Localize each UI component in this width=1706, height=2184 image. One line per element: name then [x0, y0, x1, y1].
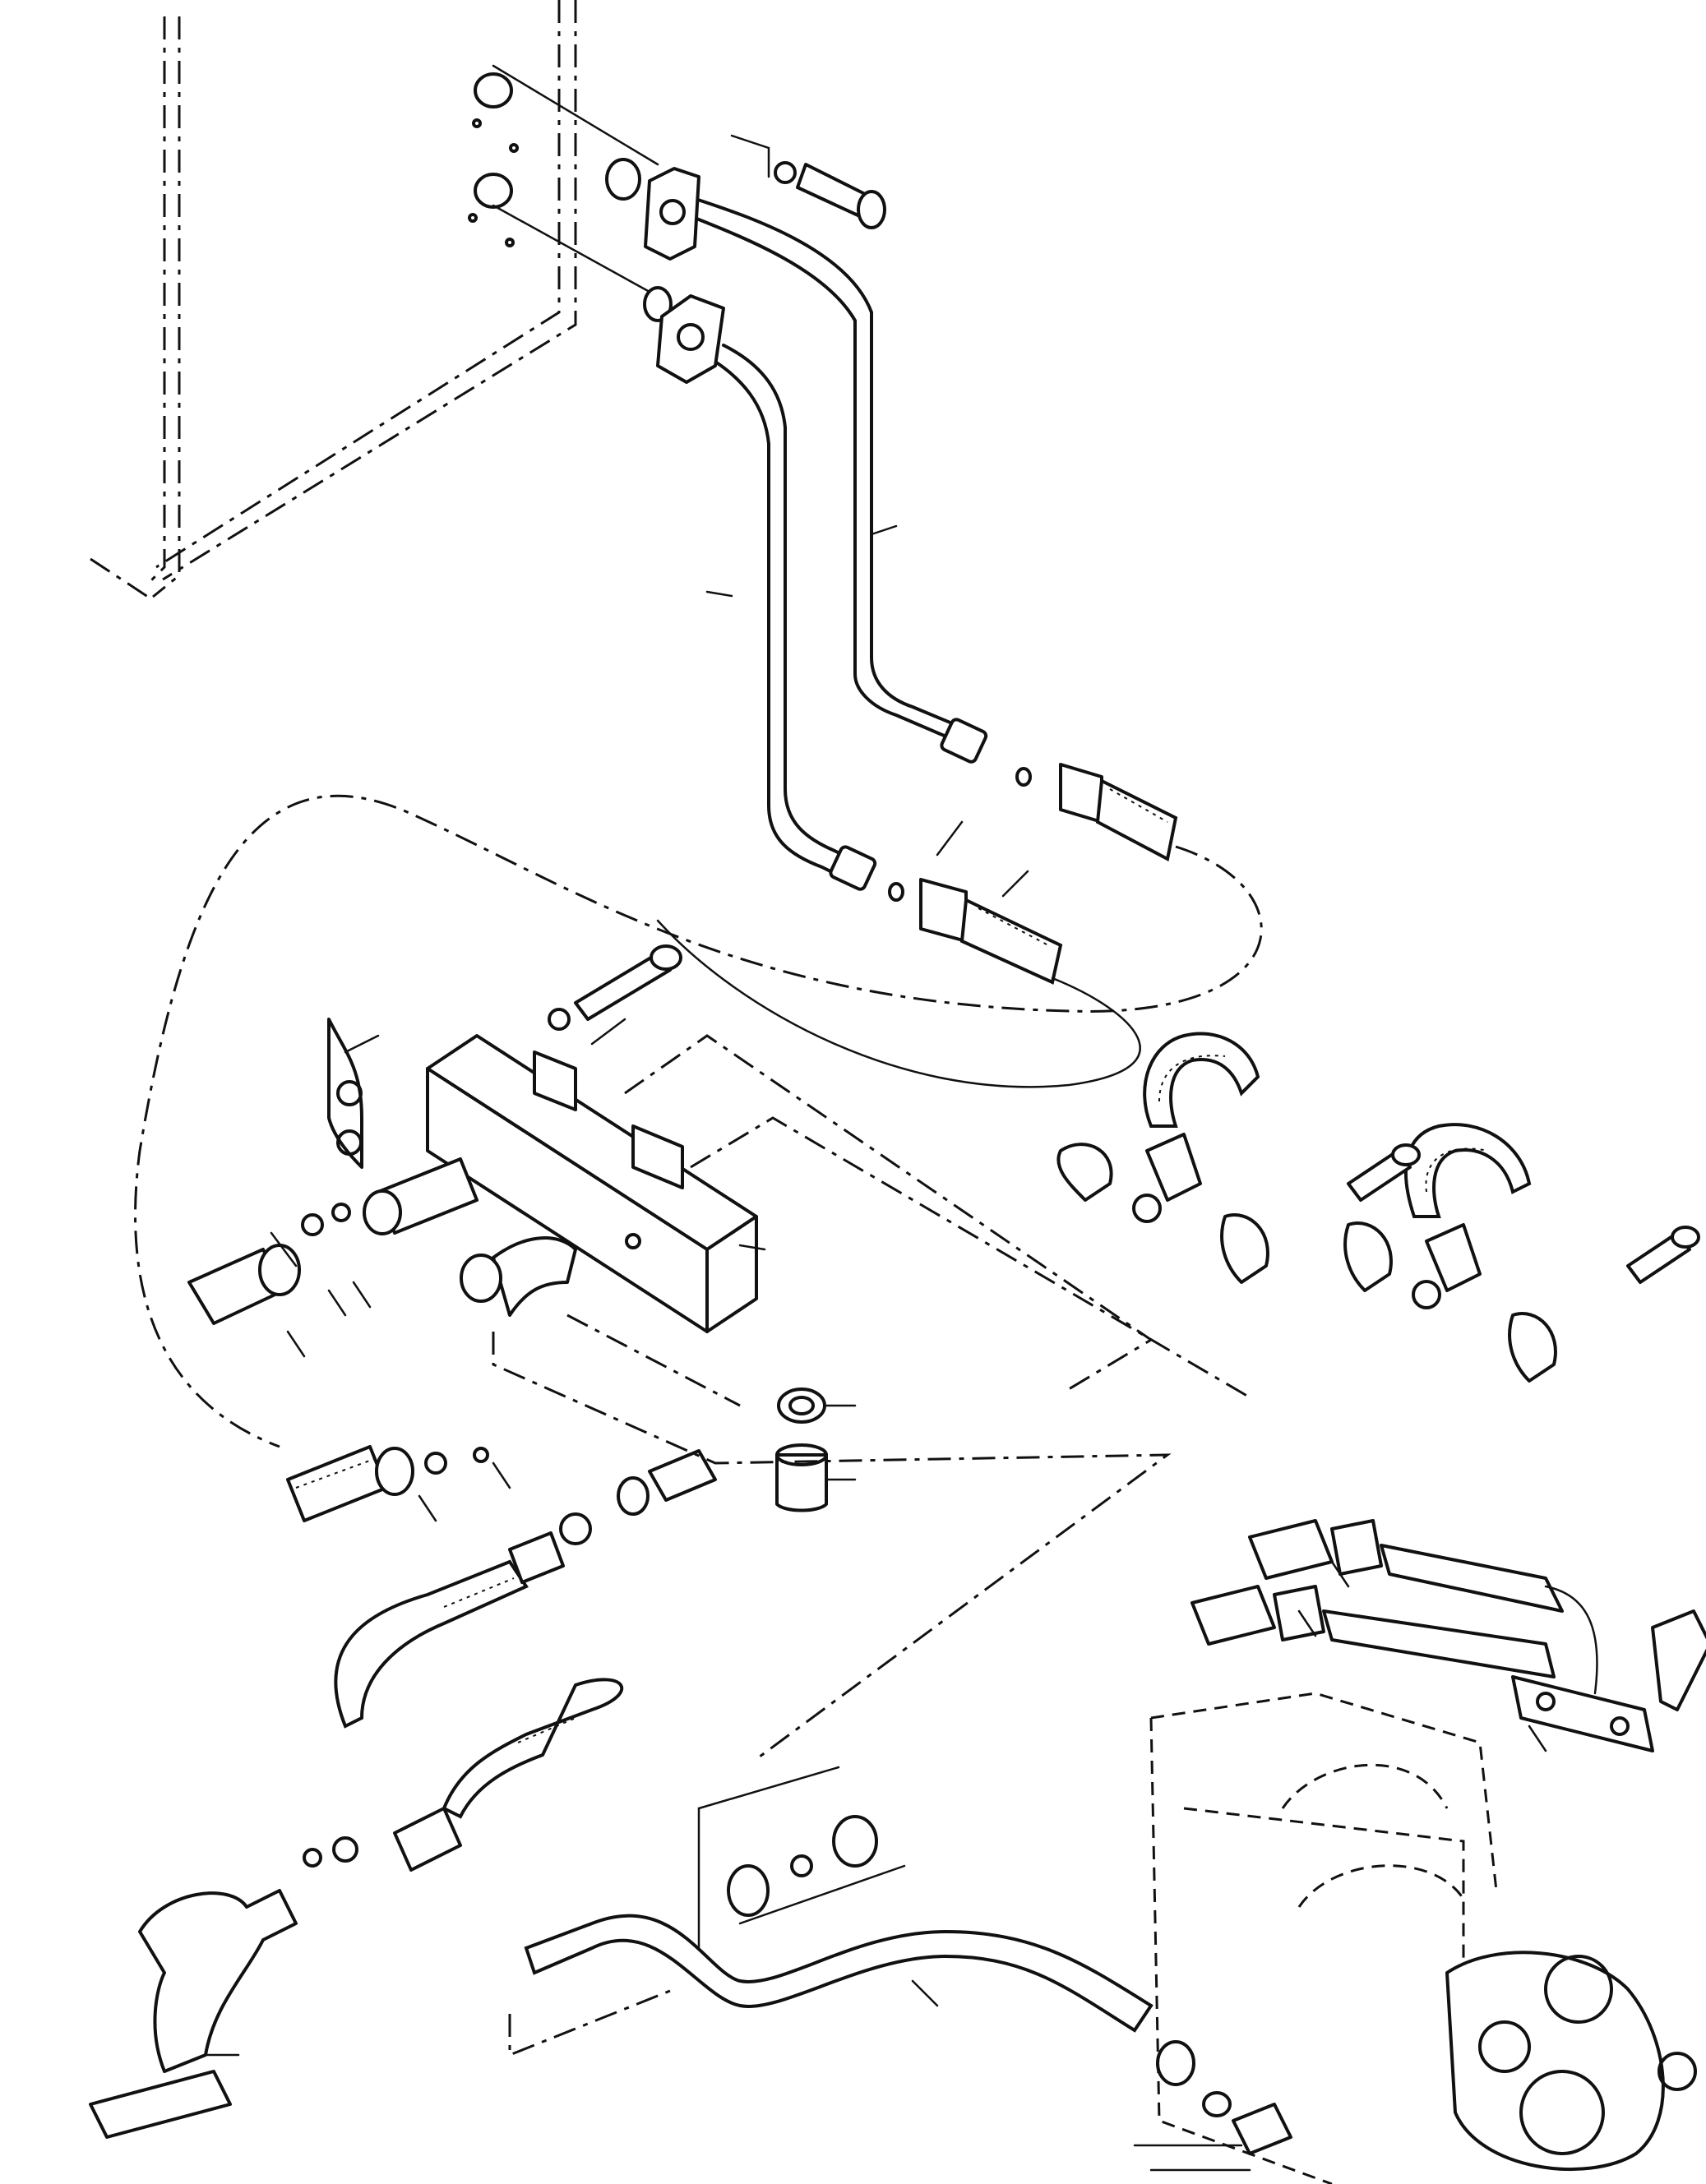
- elbow-fitting: [460, 1236, 577, 1317]
- split-flange-upper: [644, 167, 700, 261]
- union-fitting: [559, 1449, 717, 1545]
- hose-assembly-right-1: [1132, 1032, 1260, 1223]
- straight-fitting: [301, 1157, 479, 1236]
- hose-assembly-lower-left: [286, 1445, 489, 1522]
- hose-fitting-lower: [829, 845, 1063, 985]
- fitting-detail-group: [697, 1766, 906, 1950]
- steel-pipe-lower: [714, 344, 861, 881]
- seal-washer: [777, 1388, 826, 1424]
- distributor-block: [426, 1034, 758, 1333]
- bent-tube: [524, 1914, 1154, 2033]
- hose-assembly-pump: [1191, 1519, 1598, 1695]
- hose-routing-loop: [134, 794, 1263, 1448]
- steel-pipe-upper: [673, 196, 964, 741]
- tank-connection: [89, 1889, 298, 2139]
- pump: [1149, 1692, 1697, 2184]
- block-bolt: [548, 944, 682, 1031]
- plug: [775, 1443, 828, 1512]
- split-flange-lower: [656, 294, 725, 384]
- hose-fitting-upper: [940, 718, 1178, 862]
- right-bolts: [1347, 1143, 1700, 1284]
- braided-hose: [303, 1531, 624, 1872]
- panel-ports: [468, 64, 673, 322]
- routing-lines: [492, 1034, 1251, 2057]
- hose-assembly-left: [187, 1231, 301, 1325]
- hose-routing-loop-2: [656, 919, 1141, 1088]
- socket-bolt: [730, 134, 886, 229]
- frame-panel: [90, 0, 577, 602]
- callout-leaders: [204, 524, 1547, 2172]
- bottom-fittings: [1156, 2040, 1292, 2155]
- split-flange-right: [1056, 1143, 1557, 1383]
- left-bracket: [327, 1018, 363, 1169]
- pump-flange-plate: [1511, 1609, 1706, 1752]
- hose-assembly-right-2: [1404, 1123, 1532, 1309]
